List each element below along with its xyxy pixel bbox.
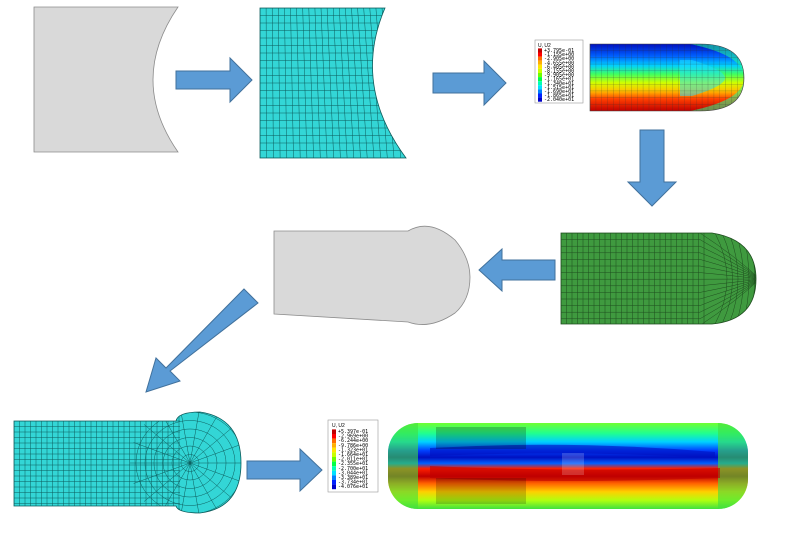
legend-swatch — [538, 60, 542, 65]
legend-swatch — [538, 81, 542, 86]
legend-swatch — [332, 434, 336, 439]
arrow-diagonal — [145, 288, 259, 393]
arrow-right-2 — [432, 59, 507, 107]
legend-value: -2.700e+01 — [338, 466, 368, 472]
legend-swatch — [538, 85, 542, 90]
legend-value: -4.076e+01 — [338, 484, 368, 490]
legend-value: -2.040e+01 — [544, 97, 574, 103]
legend-swatch — [538, 93, 542, 98]
legend-value: -1.340e+01 — [544, 81, 574, 87]
arrow-right-1 — [175, 56, 253, 104]
legend-value: -2.011e+01 — [338, 457, 368, 463]
legend-swatch — [538, 97, 542, 102]
legend-swatch — [332, 480, 336, 485]
legend-value: +5.397e-01 — [338, 429, 368, 435]
legend-swatch — [538, 89, 542, 94]
legend-value: -8.155e+00 — [544, 69, 574, 75]
legend-value: -3.734e+01 — [338, 480, 368, 486]
legend-swatch — [332, 457, 336, 462]
legend-top-title: U, U2 — [538, 43, 551, 49]
legend-swatch — [332, 429, 336, 434]
meshed-part-top — [259, 7, 407, 159]
legend-swatch — [538, 56, 542, 61]
legend-value: -1.165e+01 — [544, 77, 574, 83]
legend-value: -1.865e+01 — [544, 93, 574, 99]
arrow-down — [626, 129, 678, 207]
legend-bottom-title: U, U2 — [332, 423, 345, 429]
legend-value: -4.655e+00 — [544, 60, 574, 66]
legend-value: -2.905e+00 — [544, 56, 574, 62]
legend-value: -6.244e+00 — [338, 438, 368, 444]
arrow-right-3 — [246, 447, 323, 493]
legend-swatch — [332, 484, 336, 490]
deformed-part-geometry — [273, 225, 471, 325]
legend-value: -1.323e+01 — [338, 447, 368, 453]
legend-bottom: U, U2 +5.397e-01-2.969e+00-6.244e+00-9.7… — [327, 419, 379, 493]
legend-swatch — [332, 461, 336, 467]
legend-swatch — [332, 466, 336, 471]
legend-value: -9.905e+00 — [544, 73, 574, 79]
legend-value: -9.786e+00 — [338, 443, 368, 449]
legend-value: -1.664e+01 — [338, 452, 368, 458]
legend-value: -1.690e+01 — [544, 89, 574, 95]
legend-value: -2.969e+00 — [338, 434, 368, 440]
legend-value: -1.155e+00 — [544, 52, 574, 58]
contour-plot-top — [589, 43, 745, 112]
legend-value: -2.355e+01 — [338, 461, 368, 467]
legend-swatch — [332, 447, 336, 453]
arrow-left — [478, 247, 556, 293]
legend-swatch — [332, 475, 336, 480]
legend-swatch — [332, 438, 336, 444]
legend-swatch — [538, 68, 542, 73]
contour-plot-bottom — [388, 423, 748, 509]
undeformed-part-top — [33, 6, 179, 153]
legend-swatch — [538, 52, 542, 57]
legend-swatch — [332, 470, 336, 476]
legend-top: U, U2 +3.795e-01-1.155e+00-2.905e+00-4.6… — [534, 39, 584, 104]
legend-value: -6.405e+00 — [544, 64, 574, 70]
legend-value: -1.515e+01 — [544, 85, 574, 91]
legend-swatch — [538, 77, 542, 82]
legend-swatch — [332, 452, 336, 457]
legend-swatch — [538, 48, 542, 53]
deformed-mesh — [560, 232, 757, 325]
legend-swatch — [538, 64, 542, 69]
legend-value: -3.389e+01 — [338, 475, 368, 481]
legend-swatch — [332, 443, 336, 448]
meshed-part-bottom — [13, 411, 242, 514]
legend-swatch — [538, 73, 542, 78]
legend-value: -3.044e+01 — [338, 470, 368, 476]
legend-value: +3.795e-01 — [544, 48, 574, 54]
